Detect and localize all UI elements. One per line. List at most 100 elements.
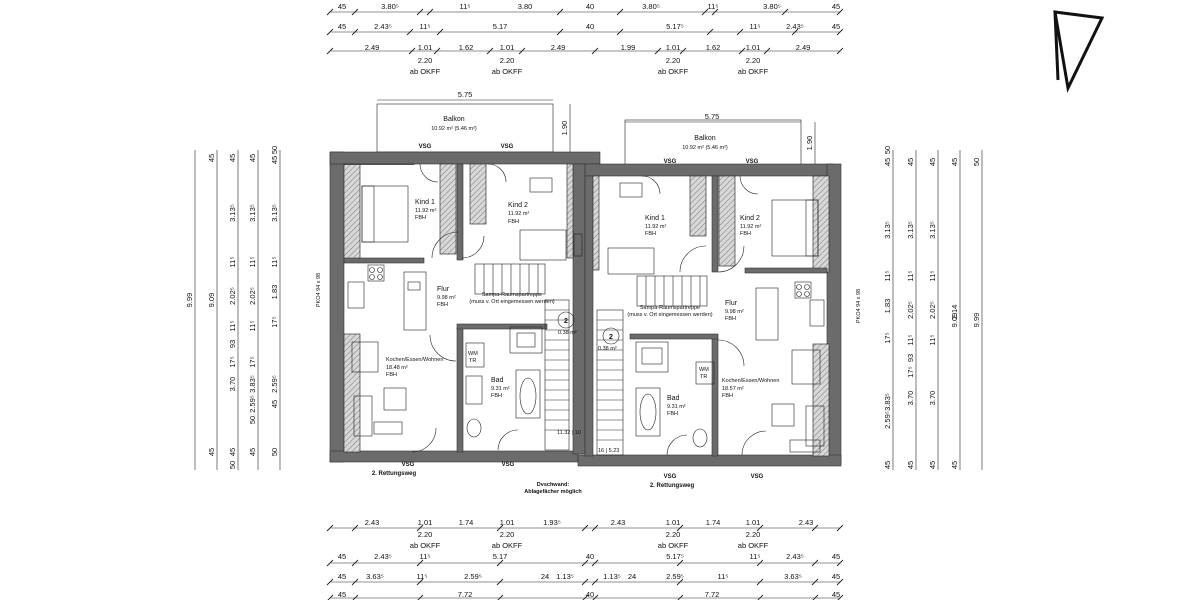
north-arrow-icon bbox=[1053, 10, 1105, 93]
dim-left-col3: 17⁵ bbox=[228, 356, 237, 367]
dimension-tick bbox=[836, 8, 844, 16]
dim-top-3: 2.49 bbox=[365, 43, 380, 52]
dimension-tick bbox=[676, 524, 684, 532]
balcony-area: 10.92 m² (5.46 m²) bbox=[431, 126, 477, 132]
svg-text:Kind 1: Kind 1 bbox=[415, 199, 435, 206]
dim-top-1: 45 bbox=[338, 2, 346, 11]
dim-right-col5: 50 bbox=[972, 158, 981, 166]
dim-bottom-1: 1.74 bbox=[706, 518, 721, 527]
stair-name-right: Sampa-Raumspartreppe bbox=[640, 305, 700, 311]
dimension-tick bbox=[736, 28, 744, 36]
dim-bottom-3: 45 bbox=[338, 572, 346, 581]
dim-bottom-3: 1.13⁵ bbox=[603, 572, 621, 581]
dim-bottom-3: 3.63⁵ bbox=[784, 572, 802, 581]
dim-right-col4: 45 bbox=[950, 158, 959, 166]
room-kochen-right: Kochen/Essen/Wohnen 18.57 m² FBH bbox=[722, 378, 779, 399]
svg-text:18.48 m²: 18.48 m² bbox=[386, 365, 408, 371]
dim-right-col3: 11⁵ bbox=[928, 271, 937, 282]
balcony-name: Balkon bbox=[694, 135, 716, 142]
window-okff: ab OKFF bbox=[410, 67, 441, 76]
dim-top-2: 2.43⁵ bbox=[786, 22, 804, 31]
stair-name-left: Sampa-Raumspartreppe bbox=[482, 292, 542, 298]
dimension-tick bbox=[496, 524, 504, 532]
dim-left-col4: 45 bbox=[248, 448, 257, 456]
dim-bottom-3: 45 bbox=[832, 572, 840, 581]
dim-right-col3: 45 bbox=[928, 158, 937, 166]
dimension-tick bbox=[756, 524, 764, 532]
dimension-tick bbox=[351, 578, 359, 586]
dim-left-col3: 45 bbox=[228, 154, 237, 162]
svg-text:11.92 m²: 11.92 m² bbox=[740, 224, 761, 230]
dim-bottom-4: 40 bbox=[586, 590, 594, 599]
dim-left-col3: 11⁵ bbox=[228, 257, 237, 268]
shaft-number-left: 2 bbox=[564, 318, 568, 325]
dim-left-col4: 50 bbox=[248, 416, 257, 424]
window-height: 2.20 bbox=[666, 530, 681, 539]
dim-left-col2: 45 bbox=[207, 154, 216, 162]
dim-top-2: 45 bbox=[338, 22, 346, 31]
dimension-tick bbox=[836, 559, 844, 567]
dimension-tick bbox=[701, 8, 709, 16]
dim-right-col2: 3.13⁵ bbox=[906, 221, 915, 239]
svg-text:18.57 m²: 18.57 m² bbox=[722, 386, 744, 392]
dim-left-col5: 50 bbox=[270, 448, 279, 456]
svg-text:Kochen/Essen/Wohnen: Kochen/Essen/Wohnen bbox=[722, 378, 779, 384]
svg-text:FBH: FBH bbox=[386, 372, 397, 378]
dim-top-3: 1.01 bbox=[418, 43, 433, 52]
svg-text:9.98 m²: 9.98 m² bbox=[725, 309, 744, 315]
dim-right-col2: 11⁵ bbox=[906, 271, 915, 282]
dim-right-col1: 3.83⁵ bbox=[883, 393, 892, 411]
dimension-tick bbox=[496, 559, 504, 567]
window-okff: ab OKFF bbox=[738, 67, 769, 76]
svg-text:Kochen/Essen/Wohnen: Kochen/Essen/Wohnen bbox=[386, 357, 443, 363]
svg-text:FBH: FBH bbox=[725, 316, 736, 322]
dimension-tick bbox=[791, 28, 799, 36]
balcony-name: Balkon bbox=[443, 116, 465, 123]
window-okff: ab OKFF bbox=[658, 67, 689, 76]
dim-top-1: 3.80⁵ bbox=[642, 2, 660, 11]
dimension-tick bbox=[763, 47, 771, 55]
svg-text:FBH: FBH bbox=[645, 231, 656, 237]
dim-bottom-2: 5.17⁵ bbox=[666, 552, 684, 561]
svg-text:FBH: FBH bbox=[437, 302, 448, 308]
dim-top-3: 1.62 bbox=[706, 43, 721, 52]
dimension-tick bbox=[836, 47, 844, 55]
svg-text:11.92 m²: 11.92 m² bbox=[415, 208, 436, 214]
dimension-tick bbox=[406, 28, 414, 36]
dim-right-col1: 50 bbox=[883, 146, 892, 154]
vsg-label: VSG bbox=[419, 144, 432, 150]
dim-bottom-3: 2.59⁵ bbox=[464, 572, 482, 581]
balcony-width: 5.75 bbox=[705, 112, 720, 121]
dimension-tick bbox=[837, 594, 844, 600]
dim-right-col3: 3.70 bbox=[928, 391, 937, 406]
dim-bottom-1: 2.43 bbox=[799, 518, 814, 527]
dimension-tick bbox=[811, 578, 819, 586]
partition-note-2: Ablagefächer möglich bbox=[524, 489, 582, 495]
stair-note-right: (muss v. Ort eingemessen werden) bbox=[627, 312, 712, 318]
dim-right-col3: 3.13⁵ bbox=[928, 221, 937, 239]
shaft-area-left: 0.38 m² bbox=[558, 330, 577, 336]
dimension-tick bbox=[756, 559, 764, 567]
window-height: 2.20 bbox=[500, 56, 515, 65]
dim-top-2: 5.17⁵ bbox=[666, 22, 684, 31]
dimension-tick bbox=[677, 594, 684, 600]
misc-labels: VSG VSG VSG VSG VSG VSG VSG VSG Sampa-Ra… bbox=[316, 144, 862, 495]
vsg-label: VSG bbox=[746, 159, 759, 165]
dimension-tick bbox=[706, 28, 714, 36]
dim-left-col5: 45 bbox=[270, 400, 279, 408]
svg-text:11.92 m²: 11.92 m² bbox=[645, 224, 666, 230]
dimension-tick bbox=[408, 47, 416, 55]
svg-text:9.31 m²: 9.31 m² bbox=[667, 404, 686, 410]
dim-bottom-1: 2.43 bbox=[611, 518, 626, 527]
dim-top-1: 3.80⁵ bbox=[763, 2, 781, 11]
stairs-left bbox=[474, 263, 570, 451]
dim-right-col2: 45 bbox=[906, 158, 915, 166]
dimension-tick bbox=[581, 559, 589, 567]
dimension-tick bbox=[352, 594, 359, 600]
dimension-tick bbox=[326, 8, 334, 16]
dimension-tick bbox=[616, 8, 624, 16]
dimension-tick bbox=[812, 594, 819, 600]
shaft-number-right: 2 bbox=[609, 334, 613, 341]
room-flur-right: Flur 9.98 m² FBH bbox=[725, 300, 744, 322]
